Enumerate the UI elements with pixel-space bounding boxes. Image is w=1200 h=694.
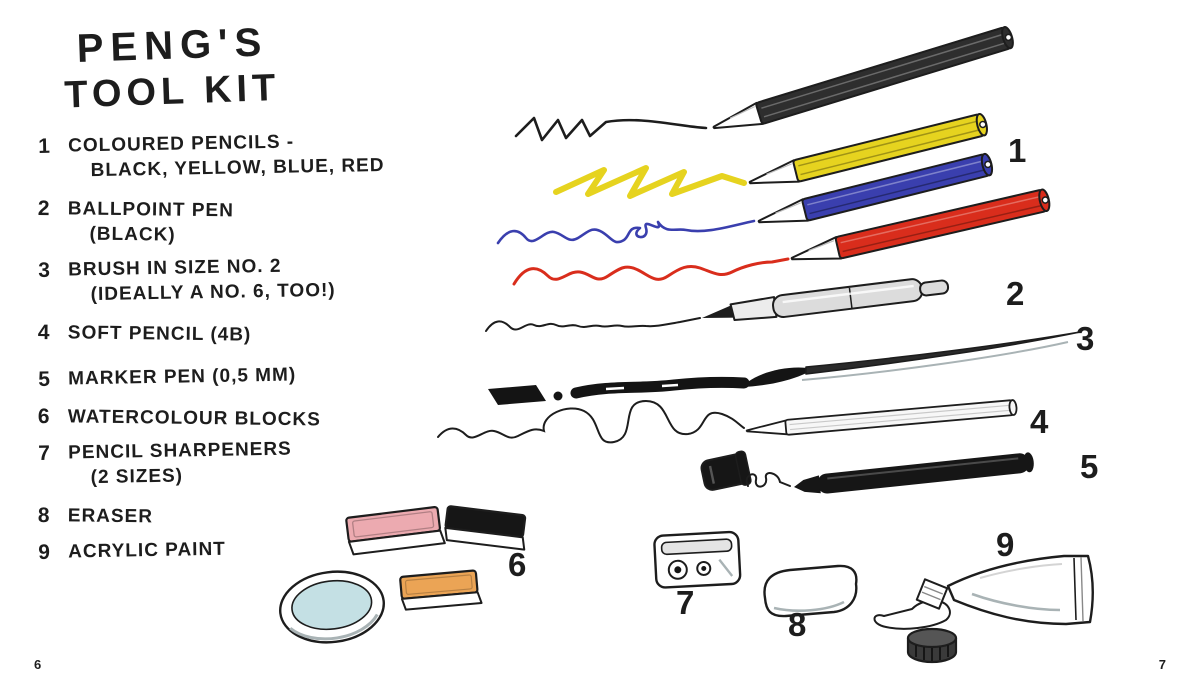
marker-cap-squiggle [745,472,791,488]
brush-ink-blob [488,385,546,405]
watercolour-pan-pink [345,506,446,556]
watercolour-pan-black [444,505,527,551]
label-2-ballpoint-pen: 2 [1006,275,1024,312]
brush-bristles [742,367,814,387]
label-8-eraser: 8 [788,606,806,643]
pencil-test-squiggles [496,116,790,286]
label-1-coloured-pencils: 1 [1008,132,1026,169]
page-number-left: 6 [34,657,42,672]
page-number-right: 7 [1158,657,1166,672]
coloured-pencil-red [790,188,1051,261]
ballpoint-pen [702,278,950,322]
label-6-watercolour: 6 [508,546,526,583]
brush-handle [805,331,1081,375]
label-5-marker: 5 [1080,448,1098,485]
soft-pencil [745,399,1018,436]
tube-cap [906,627,958,664]
label-7-sharpener: 7 [676,584,694,621]
label-9-paint: 9 [996,526,1014,563]
marker-cap [700,450,752,491]
watercolour-blocks [279,505,527,644]
watercolour-pan-orange [399,569,483,611]
pencil-sharpener [653,530,742,589]
coloured-pencil-yellow [748,112,988,185]
pen-test-wave [485,317,701,332]
coloured-pencil-blue [757,152,994,224]
brush-ink-stroke [570,376,750,399]
label-4-soft-pencil: 4 [1030,403,1049,440]
eraser [763,564,858,618]
brush [488,331,1081,405]
watercolour-palette-oval [279,570,385,644]
soft-pencil-scribble [437,399,745,444]
acrylic-paint-tube [873,554,1094,664]
coloured-pencil-black [712,26,1014,130]
tube-nozzle [915,578,949,610]
tube-body [946,554,1094,626]
marker-pen [794,452,1034,494]
label-3-brush: 3 [1076,320,1094,357]
